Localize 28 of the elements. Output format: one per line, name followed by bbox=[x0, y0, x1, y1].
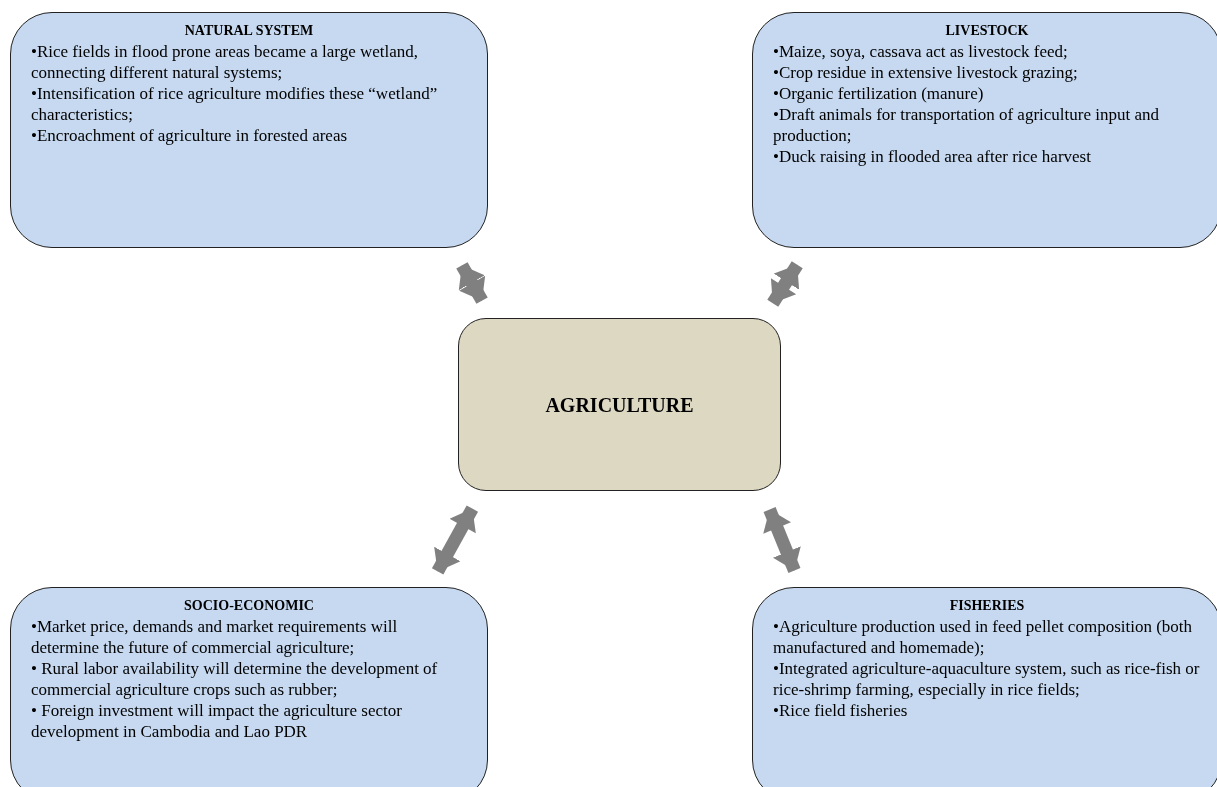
double-headed-arrow bbox=[456, 262, 488, 304]
bullet-text: •Market price, demands and market requirements will determine the future of commercial agriculture; bbox=[31, 616, 399, 658]
bullet-text: •Rice field fisheries bbox=[773, 700, 909, 721]
topic-box bbox=[752, 12, 1217, 248]
bullet-text: •Rice fields in flood prone areas became a large wetland, connecting different natural systems; bbox=[31, 41, 420, 83]
bullet-text: •Intensification of rice agriculture modifies these “wetland” characteristics; bbox=[31, 83, 439, 125]
bullet-text: • Foreign investment will impact the agriculture sector development in Cambodia and Lao PDR bbox=[31, 700, 403, 742]
topic-box bbox=[10, 12, 488, 248]
bullet-text: •Agriculture production used in feed pellet composition (both manufactured and homemade); bbox=[773, 616, 1194, 658]
topic-box bbox=[10, 587, 488, 787]
bullet-text: •Encroachment of agriculture in forested areas bbox=[31, 125, 349, 146]
box-heading: SOCIO-ECONOMIC bbox=[183, 597, 315, 615]
box-heading: NATURAL SYSTEM bbox=[183, 22, 315, 40]
bullet-text: •Integrated agriculture-aquaculture system, such as rice-fish or rice-shrimp farming, especially in rice fields; bbox=[773, 658, 1201, 700]
topic-box bbox=[752, 587, 1217, 787]
bullet-text: •Duck raising in flooded area after rice harvest bbox=[773, 146, 1092, 167]
box-heading: FISHERIES bbox=[948, 597, 1026, 615]
bullet-text: •Organic fertilization (manure) bbox=[773, 83, 985, 104]
bullet-text: •Draft animals for transportation of agriculture input and production; bbox=[773, 104, 1160, 146]
bullet-text: •Maize, soya, cassava act as livestock feed; bbox=[773, 41, 1069, 62]
bullet-text: • Rural labor availability will determine the development of commercial agriculture crops such as rubber; bbox=[31, 658, 439, 700]
double-headed-arrow bbox=[767, 261, 803, 307]
box-heading: LIVESTOCK bbox=[944, 22, 1030, 40]
double-headed-arrow bbox=[763, 507, 801, 573]
double-headed-arrow bbox=[431, 505, 479, 575]
center-label: AGRICULTURE bbox=[545, 392, 694, 418]
bullet-text: •Crop residue in extensive livestock grazing; bbox=[773, 62, 1079, 83]
center-box bbox=[458, 318, 781, 491]
